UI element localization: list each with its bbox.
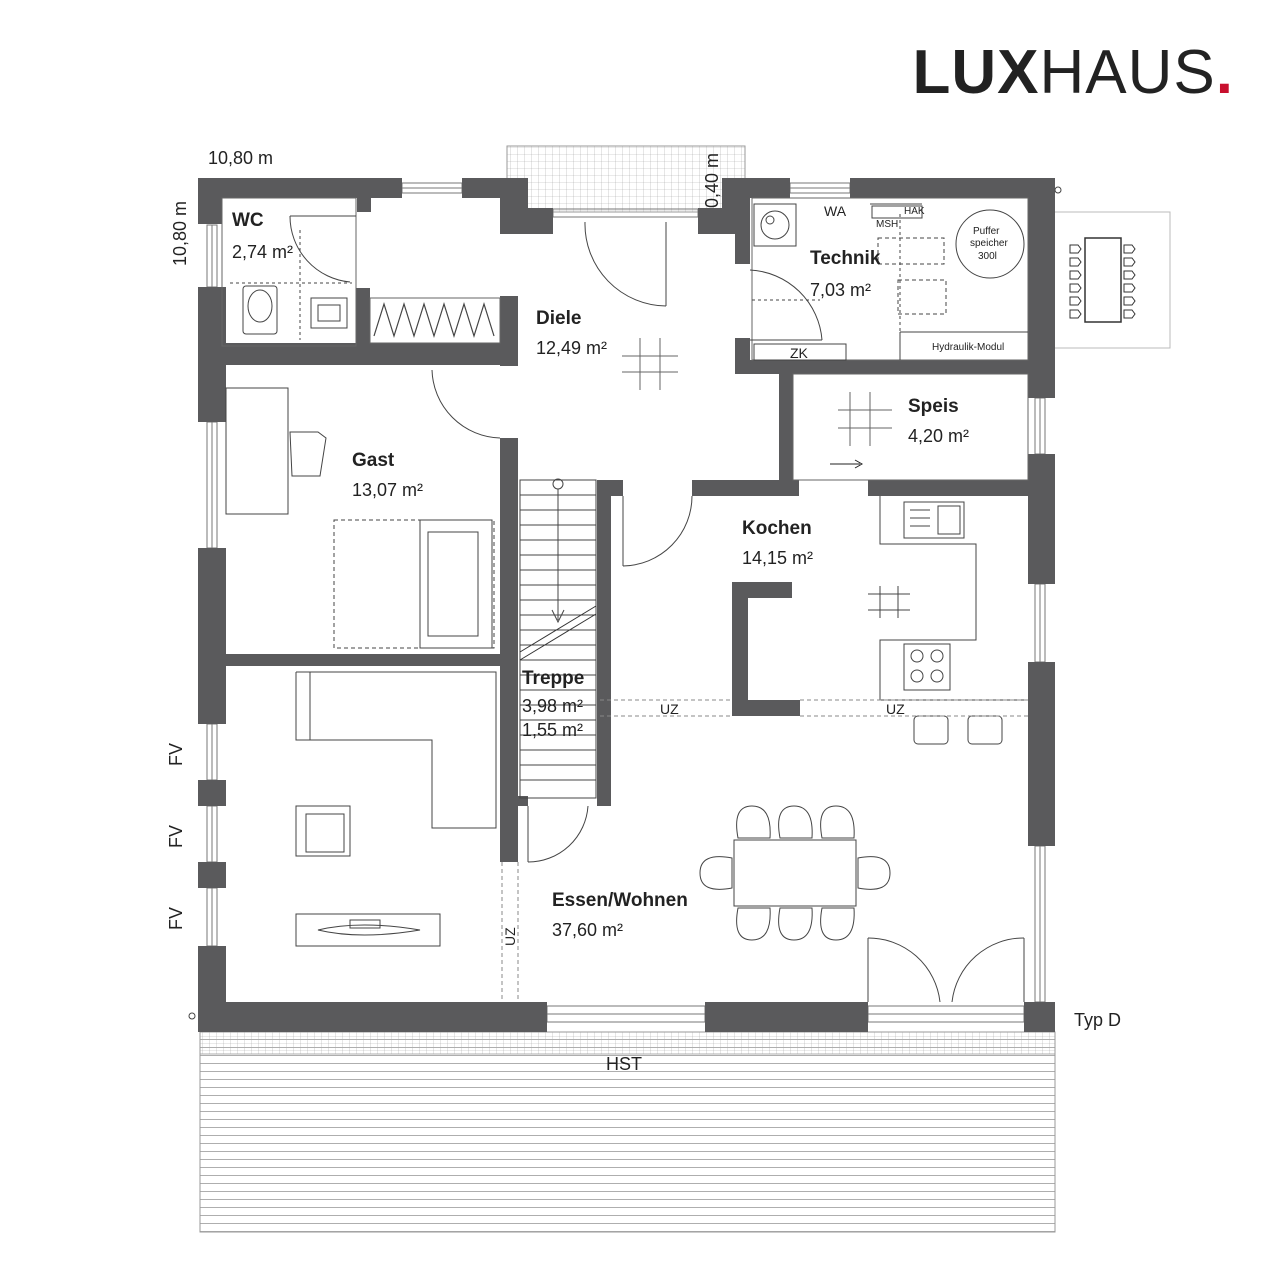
- outdoor-heat-pump: [1051, 211, 1171, 349]
- doors: [289, 215, 1025, 1003]
- room-wc-name: WC: [232, 210, 264, 231]
- room-gast-name: Gast: [352, 450, 395, 471]
- wardrobe-hangers: [373, 301, 495, 339]
- room-speis-name: Speis: [908, 396, 959, 417]
- corner-marker-top-right: [1054, 186, 1062, 194]
- dim-depth: 10,80 m: [170, 201, 190, 266]
- walls: [198, 178, 1055, 1032]
- terrace: [199, 1031, 1056, 1233]
- label-fv-1: FV: [166, 743, 186, 766]
- corner-marker-bottom-left: [188, 1012, 196, 1020]
- dim-width: 10,80 m: [208, 148, 273, 168]
- label-fv-2: FV: [166, 825, 186, 848]
- label-fv-3: FV: [166, 907, 186, 930]
- room-technik-name: Technik: [810, 248, 881, 269]
- label-uz-3: UZ: [502, 927, 518, 946]
- room-essen-wohnen-name: Essen/Wohnen: [552, 890, 688, 911]
- room-wc-area: 2,74 m²: [232, 242, 293, 262]
- room-treppe-area-2: 1,55 m²: [522, 720, 583, 740]
- uz-lines: [501, 699, 1028, 1002]
- gast-furniture: [225, 387, 495, 649]
- label-hst: HST: [606, 1054, 642, 1074]
- room-gast-area: 13,07 m²: [352, 480, 423, 500]
- label-uz-1: UZ: [660, 701, 679, 717]
- label-hydraulik-modul: Hydraulik-Modul: [932, 342, 1004, 353]
- room-technik-area: 7,03 m²: [810, 280, 871, 300]
- label-puffer-3: 300l: [978, 251, 997, 262]
- stairs: [519, 478, 597, 799]
- diele-marker: [622, 338, 678, 390]
- room-essen-wohnen-area: 37,60 m²: [552, 920, 623, 940]
- wc-fixtures: [230, 230, 352, 340]
- technik-fixtures: [752, 203, 1028, 361]
- room-kochen-area: 14,15 m²: [742, 548, 813, 568]
- living-furniture: [295, 671, 497, 947]
- logo-part-haus: HAUS: [1039, 38, 1216, 107]
- room-speis-area: 4,20 m²: [908, 426, 969, 446]
- label-msh: MSH: [876, 219, 898, 230]
- speis-marker: [830, 392, 892, 469]
- interior-lines: [221, 197, 1029, 481]
- logo-dot: .: [1215, 38, 1234, 107]
- dining-table: [699, 805, 891, 941]
- label-wa: WA: [824, 203, 847, 219]
- room-diele-name: Diele: [536, 308, 581, 329]
- room-treppe-name: Treppe: [522, 668, 584, 689]
- label-zk: ZK: [790, 345, 809, 361]
- label-typ-d: Typ D: [1074, 1010, 1121, 1030]
- dim-balcony: 0,40 m: [702, 153, 722, 208]
- logo-part-lux: LUX: [912, 38, 1040, 107]
- room-kochen-name: Kochen: [742, 518, 812, 539]
- room-treppe-area: 3,98 m²: [522, 696, 583, 716]
- label-puffer-1: Puffer: [973, 226, 1000, 237]
- room-diele-area: 12,49 m²: [536, 338, 607, 358]
- label-hak: HAK: [904, 206, 925, 217]
- label-uz-2: UZ: [886, 701, 905, 717]
- label-puffer-2: speicher: [970, 238, 1008, 249]
